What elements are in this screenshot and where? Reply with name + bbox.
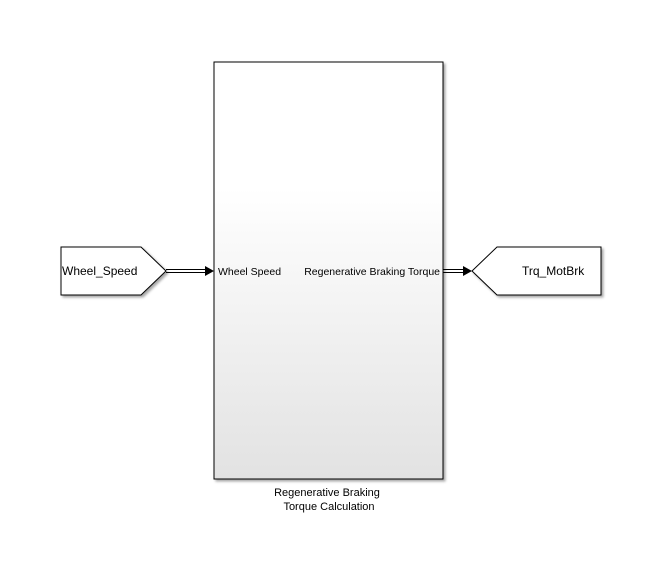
goto-block-shape (471, 246, 602, 296)
subsystem-block[interactable]: Wheel Speed Regenerative Braking Torque (213, 61, 444, 480)
goto-block-label: Trq_MotBrk (522, 264, 585, 278)
subsystem-input-port-label: Wheel Speed (218, 266, 281, 278)
from-block-wheel-speed[interactable]: Wheel_Speed (60, 246, 167, 296)
subsystem-caption-line1: Regenerative Braking (274, 487, 380, 499)
subsystem-caption-line2: Torque Calculation (283, 501, 374, 513)
signal-line-output[interactable] (443, 266, 472, 276)
from-block-label: Wheel_Speed (62, 264, 137, 278)
signal-line-input[interactable] (166, 266, 214, 276)
subsystem-output-port-label: Regenerative Braking Torque (304, 266, 440, 278)
from-block-shape (60, 246, 167, 296)
subsystem-body (213, 61, 444, 480)
input-arrowhead (205, 266, 214, 276)
output-arrowhead (463, 266, 472, 276)
goto-block-trq-motbrk[interactable]: Trq_MotBrk (471, 246, 602, 296)
